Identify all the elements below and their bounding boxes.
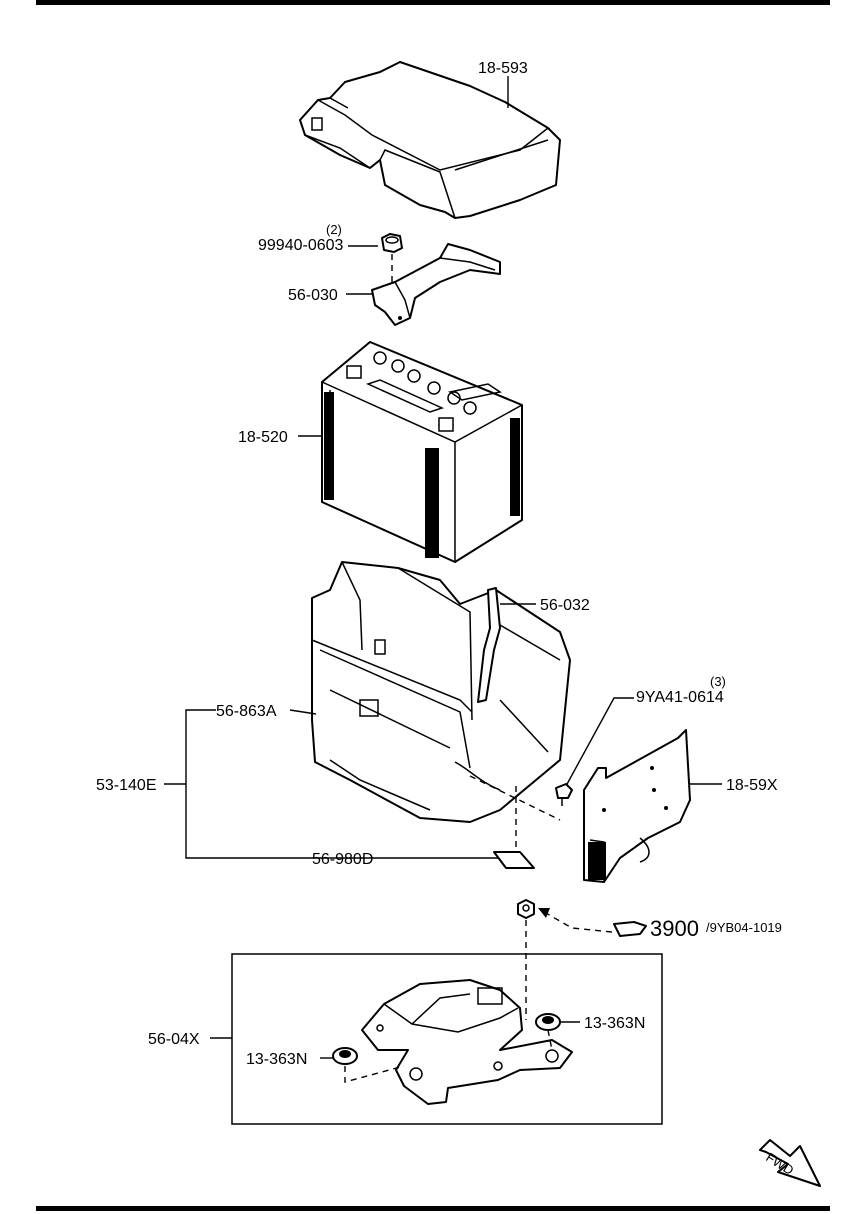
top-rule [36,0,830,5]
tray-drawing [311,561,571,823]
hold-bracket-drawing [371,243,501,326]
base-bracket-drawing [361,979,573,1105]
grommet-right-drawing [535,1013,561,1031]
label-bolt-qty: (3) [710,674,726,689]
dash-ref-arrow [543,911,613,933]
label-battery: 18-520 [238,429,288,446]
arrow-head-ref [538,908,550,918]
dash-grommet-left [344,1065,405,1083]
bolt-drawing [555,783,573,806]
battery-drawing [321,341,523,563]
battery-cover-drawing [299,61,561,219]
hand-pointer-icon [613,921,647,937]
plate-drawing [493,851,535,869]
ref-nut-drawing [517,899,535,919]
label-bolt: 9YA41-0614 [636,689,724,706]
label-grommet-left: 13-363N [246,1051,307,1068]
leader-tray [289,709,317,715]
dash-grommet-right [547,1029,553,1051]
leader-bolt [565,697,634,787]
label-plate: 56-980D [312,851,373,868]
nut-drawing [381,233,403,253]
label-tray-bracket: 56-032 [540,597,590,614]
grommet-left-drawing [332,1047,358,1065]
base-assy-box [231,953,663,1125]
dash-tray-2 [469,775,561,821]
label-grommet-right: 13-363N [584,1015,645,1032]
label-ref-number: 3900 [650,916,699,941]
fwd-arrow-icon: FWD [759,1139,821,1187]
label-nut: 99940-0603 [258,237,344,254]
bottom-rule [36,1206,830,1211]
label-tray: 56-863A [216,703,277,720]
label-hold-bracket: 56-030 [288,287,338,304]
label-ref-code: /9YB04-1019 [706,920,782,935]
label-tray-assy: 53-140E [96,777,157,794]
label-nut-qty: (2) [326,222,342,237]
side-cover-drawing [583,729,691,883]
label-side-cover: 18-59X [726,777,778,794]
label-cover: 18-593 [478,60,528,77]
label-base-assy: 56-04X [148,1031,200,1048]
